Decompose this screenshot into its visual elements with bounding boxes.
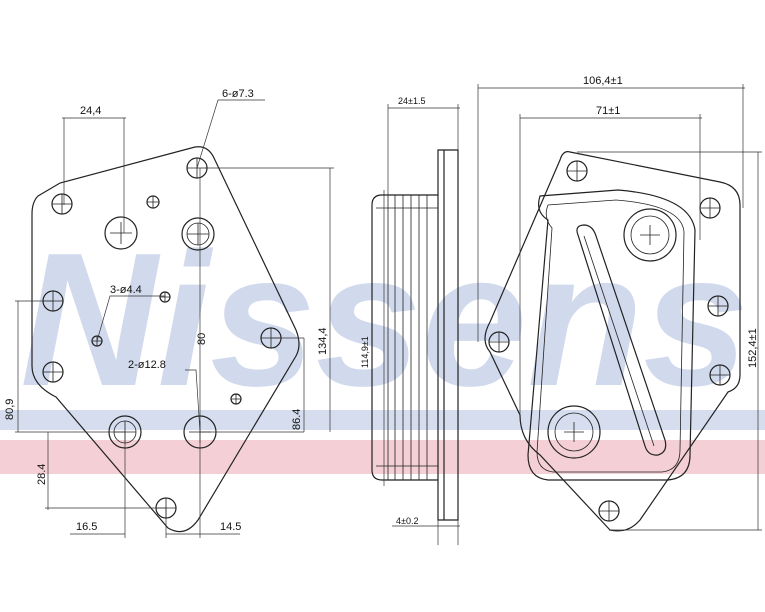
dim-106-4: 106,4±1 xyxy=(583,75,623,87)
dim-134-4: 134,4 xyxy=(317,327,329,355)
dim-28-4: 28.4 xyxy=(36,464,48,485)
dim-16-5: 16.5 xyxy=(76,521,97,533)
dim-80-9: 80,9 xyxy=(4,399,16,420)
flange-outline xyxy=(31,146,300,533)
dim-24: 24±1.5 xyxy=(398,96,425,106)
watermark: Nissens xyxy=(0,214,765,474)
dim-152-4: 152,4±1 xyxy=(747,328,759,368)
dim-4: 4±0.2 xyxy=(396,516,418,526)
middle-view: 24±1.5 114,9±1 4±0.2 xyxy=(360,96,460,545)
dim-6-d7-3: 6-ø7.3 xyxy=(222,88,254,100)
dim-3-d4-4: 3-ø4.4 xyxy=(110,284,142,296)
dim-86-4: 86.4 xyxy=(291,409,303,430)
dim-24-4: 24,4 xyxy=(80,105,101,117)
dim-71: 71±1 xyxy=(596,105,620,117)
dim-80: 80 xyxy=(196,333,208,345)
left-view: 24,4 6-ø7.3 3-ø4.4 2-ø12.8 80 86.4 134,4… xyxy=(4,88,334,538)
watermark-logo: Nissens xyxy=(20,214,749,426)
dim-14-5: 14.5 xyxy=(220,521,241,533)
dim-2-d12-8: 2-ø12.8 xyxy=(128,359,166,371)
watermark-band-pink xyxy=(0,440,765,474)
dim-114-9: 114,9±1 xyxy=(360,336,370,368)
right-view: 106,4±1 71±1 152,4±1 xyxy=(477,75,762,532)
